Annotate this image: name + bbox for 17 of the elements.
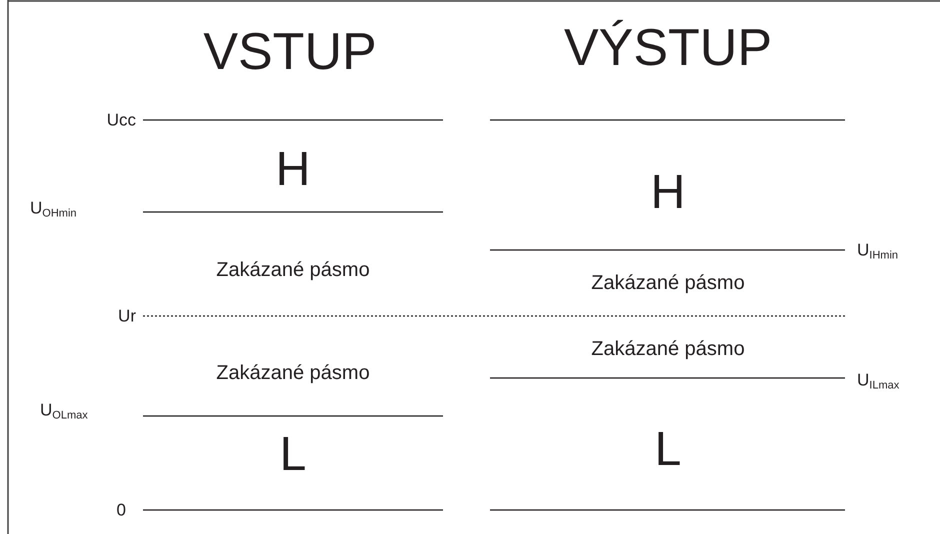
zone-label: Zakázané pásmo [591,273,745,293]
level-label: U$_{OHmin}$ [30,200,77,216]
level-letter: L [280,431,306,479]
level-label: U$_{IHmin}$ [857,242,898,258]
column-heading: VSTUP [203,26,377,78]
level-label: 0 [116,502,126,518]
level-label: Ur [118,308,136,324]
level-label: Ucc [106,112,136,128]
zone-label: Zakázané pásmo [591,339,745,359]
zone-label: Zakázané pásmo [216,363,370,383]
level-label: U$_{OLmax}$ [40,402,88,418]
zone-label: Zakázané pásmo [216,260,370,280]
column-heading: VÝSTUP [564,22,772,74]
level-letter: H [650,169,686,217]
level-label: U$_{ILmax}$ [857,372,900,388]
level-letter: H [276,146,310,194]
level-letter: L [654,426,682,474]
